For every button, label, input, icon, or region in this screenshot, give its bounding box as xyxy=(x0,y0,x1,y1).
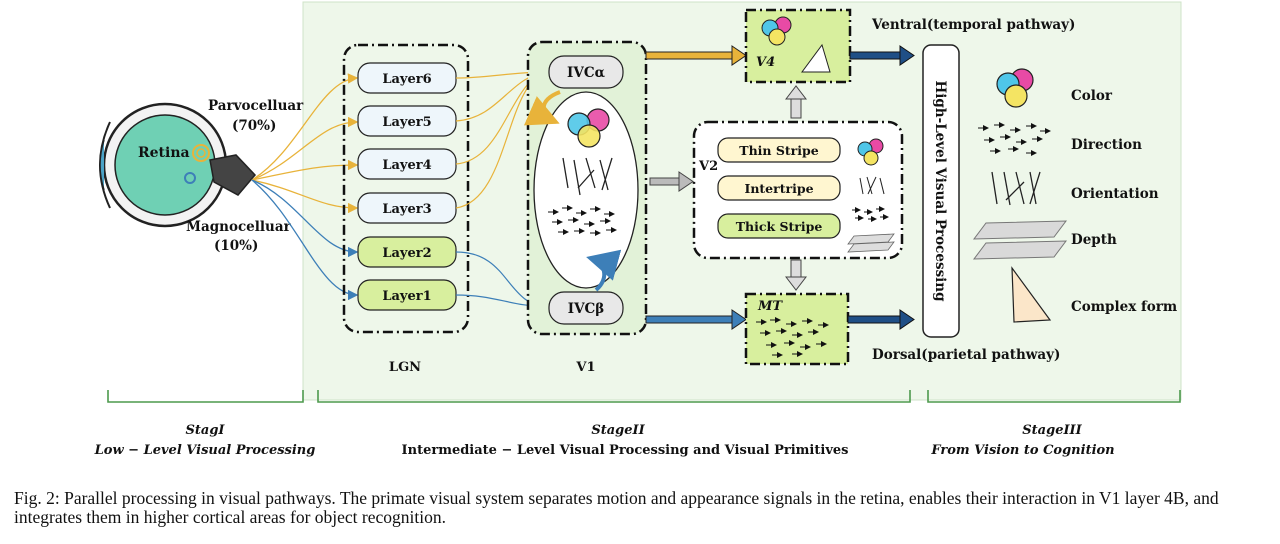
magnocellular-percent: (10%) xyxy=(214,238,258,254)
interstripe-box xyxy=(717,175,841,201)
stage-1-name: StagI xyxy=(186,423,226,438)
v1-to-mt-arrow xyxy=(645,309,747,330)
lgn-title: LGN xyxy=(389,360,421,375)
v4-color-icon xyxy=(761,16,792,46)
v1-title: V1 xyxy=(575,360,595,375)
stage-1-description: Low − Level Visual Processing xyxy=(94,443,316,458)
feature-complex-form-label: Complex form xyxy=(1071,299,1177,315)
v2-depth-icon xyxy=(847,233,895,253)
lgn-layer-6-label: Layer6 xyxy=(382,72,431,87)
retina-label: Retina xyxy=(138,145,190,161)
feature-orientation-label: Orientation xyxy=(1071,186,1159,202)
v2-to-mt-arrow xyxy=(784,259,808,291)
thin-stripe-label: Thin Stripe xyxy=(739,143,818,158)
v4-to-high-level-arrow xyxy=(849,45,915,66)
lgn-layer-5-label: Layer5 xyxy=(382,115,431,130)
feature-direction-label: Direction xyxy=(1071,137,1142,153)
ivc-alpha-label: IVCα xyxy=(567,65,606,81)
lgn-layer-4-label: Layer4 xyxy=(382,158,431,173)
direction-feature-icon xyxy=(978,122,1051,156)
parvocellular-percent: (70%) xyxy=(232,118,276,134)
ivc-alpha-curl-arrow xyxy=(523,90,561,126)
ivc-beta-curl-arrow xyxy=(586,249,622,292)
complex-form-feature-icon xyxy=(1011,266,1052,323)
lgn-layers xyxy=(357,62,457,311)
v2-orientation-icon xyxy=(859,176,885,195)
lgn-box xyxy=(342,43,470,334)
v2-title: V2 xyxy=(698,159,718,174)
stage-1-bracket xyxy=(107,390,304,403)
v1-direction-icon xyxy=(548,205,617,236)
feature-depth-label: Depth xyxy=(1071,232,1117,248)
stage-2-description: Intermediate − Level Visual Processing a… xyxy=(402,443,849,458)
thick-stripe-label: Thick Stripe xyxy=(736,219,823,234)
stage-2-name: StageII xyxy=(591,423,645,438)
dorsal-pathway-label: Dorsal(parietal pathway) xyxy=(872,347,1060,363)
high-level-processing-box xyxy=(922,44,960,338)
v1-to-v2-arrow xyxy=(649,171,694,192)
v4-form-icon xyxy=(801,43,831,73)
high-level-processing-label: High-Level Visual Processing xyxy=(932,80,948,302)
magnocellular-label: Magnocelluar xyxy=(186,219,292,235)
v1-inner-ellipse xyxy=(533,91,639,289)
figure-caption: Fig. 2: Parallel processing in visual pa… xyxy=(14,488,1219,527)
eye-illustration xyxy=(99,102,257,228)
v2-color-icon xyxy=(857,138,884,166)
stage-3-name: StageIII xyxy=(1022,423,1082,438)
stage-3-description: From Vision to Cognition xyxy=(930,443,1114,458)
v1-to-v4-arrow xyxy=(645,45,747,66)
stage-3-bracket xyxy=(927,390,1181,403)
thin-stripe-box xyxy=(717,137,841,163)
depth-feature-icon xyxy=(972,220,1068,260)
mt-direction-icon xyxy=(756,317,829,358)
v2-to-v4-arrow xyxy=(784,85,808,119)
mt-title: MT xyxy=(757,299,783,314)
thick-stripe-box xyxy=(717,213,841,239)
orientation-feature-icon xyxy=(991,171,1041,206)
feature-color-label: Color xyxy=(1071,88,1113,104)
interstripe-label: Intertripe xyxy=(744,181,813,196)
lgn-layer-3-label: Layer3 xyxy=(382,202,431,217)
parvocellular-label: Parvocelluar xyxy=(208,98,304,114)
mt-to-high-level-arrow xyxy=(847,309,915,330)
v2-direction-icon xyxy=(852,206,889,222)
ventral-pathway-label: Ventral(temporal pathway) xyxy=(871,17,1075,33)
v4-box xyxy=(744,8,852,84)
lgn-layer-2-label: Layer2 xyxy=(382,246,431,261)
v1-color-icon xyxy=(567,108,610,148)
stage-2-bracket xyxy=(317,390,911,403)
ivc-beta-label: IVCβ xyxy=(568,301,605,317)
ivc-beta-box xyxy=(548,291,624,325)
color-feature-icon xyxy=(996,68,1034,108)
v4-title: V4 xyxy=(756,55,775,70)
ivc-alpha-box xyxy=(548,55,624,89)
v1-orientation-icon xyxy=(562,157,613,196)
lgn-layer-1-label: Layer1 xyxy=(382,289,431,304)
stage-brackets xyxy=(107,390,1181,403)
